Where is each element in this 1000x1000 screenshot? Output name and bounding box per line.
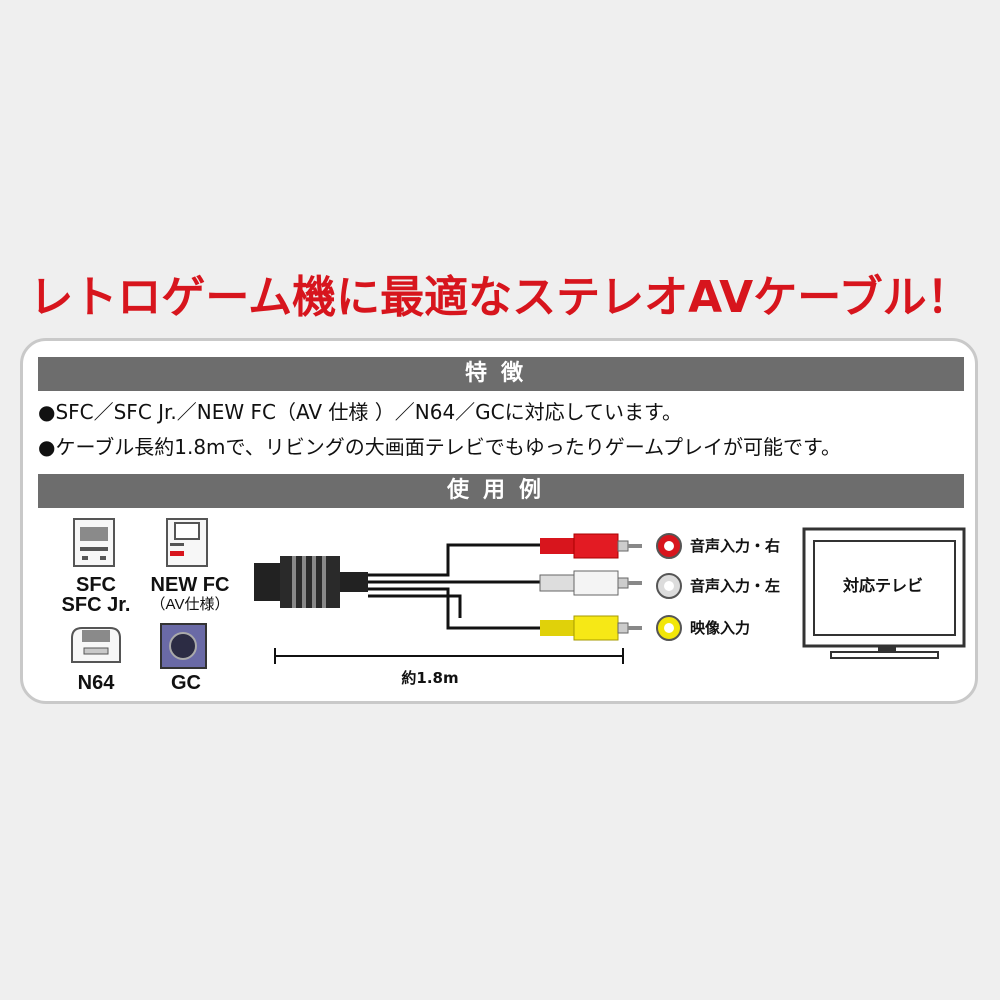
console-label-sfc: SFC SFC Jr.	[61, 574, 131, 616]
rca-plug-white-icon	[539, 570, 642, 596]
new-fc-console-icon	[166, 518, 208, 567]
headline: レトロゲーム機に最適なステレオAVケーブル！	[29, 272, 971, 323]
gc-console-icon	[160, 623, 207, 669]
jack-yellow-icon	[656, 615, 682, 641]
console-label-n64: N64	[77, 672, 115, 694]
tv-label: 対応テレビ	[842, 576, 923, 595]
cable-length-label: 約1.8m	[401, 669, 459, 687]
n64-console-icon	[71, 627, 121, 663]
console-label-new-fc: NEW FC （AV仕様）	[150, 574, 230, 613]
rca-plug-red-icon	[540, 533, 642, 559]
cable-lines	[368, 543, 540, 630]
length-dimension-line	[274, 648, 624, 664]
console-label-gc: GC	[171, 672, 201, 694]
features-heading: 特徴	[38, 357, 964, 391]
feature-item: ●ケーブル長約1.8mで、リビングの大画面テレビでもゆったりゲームプレイが可能で…	[38, 435, 841, 459]
tv-icon	[802, 527, 966, 659]
jack-label-video: 映像入力	[690, 619, 751, 637]
feature-item: ●SFC／SFC Jr.／NEW FC（AV 仕様 ）／N64／GCに対応してい…	[38, 400, 683, 424]
rca-plug-yellow-icon	[540, 615, 642, 641]
jack-label-audio-left: 音声入力・左	[690, 577, 781, 595]
jack-red-icon	[656, 533, 682, 559]
jack-white-icon	[656, 573, 682, 599]
usage-heading: 使用例	[38, 474, 964, 508]
av-multi-out-plug-icon	[254, 556, 368, 608]
jack-label-audio-right: 音声入力・右	[690, 537, 781, 555]
sfc-console-icon	[73, 518, 115, 567]
